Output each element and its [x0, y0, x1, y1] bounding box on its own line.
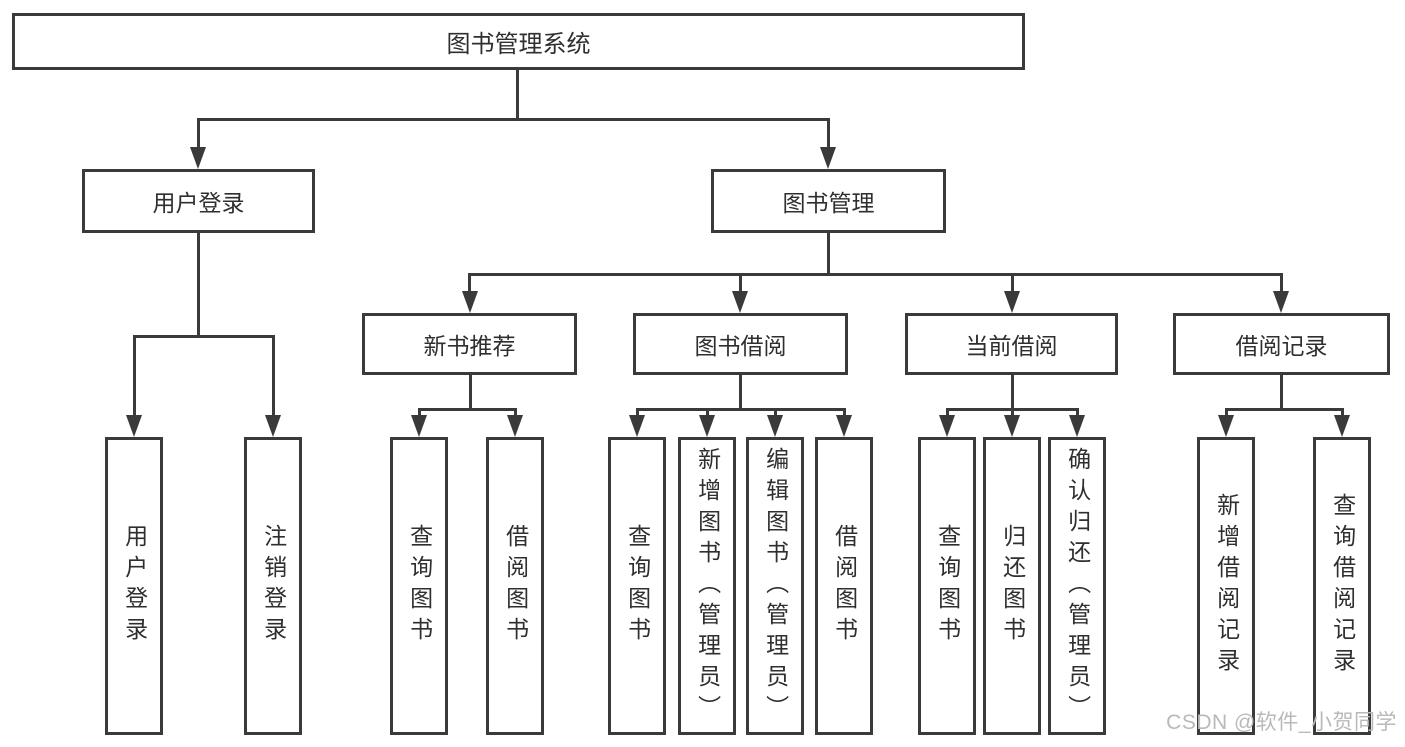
connector-line — [197, 118, 200, 147]
node-user-login-label: 用户登录 — [152, 190, 245, 216]
connector-line — [843, 408, 846, 415]
connector-line — [468, 273, 471, 291]
connector-line — [514, 408, 517, 415]
connector-line — [946, 408, 949, 415]
leaf-query-books-recommend: 查询图书 — [390, 437, 448, 735]
arrowhead-icon — [1273, 291, 1289, 313]
arrowhead-icon — [1334, 415, 1350, 437]
connector-line — [468, 273, 1283, 276]
leaf-query-books-current-label: 查询图书 — [934, 524, 961, 648]
arrowhead-icon — [699, 415, 715, 437]
connector-line — [197, 233, 200, 338]
arrowhead-icon — [507, 415, 523, 437]
leaf-add-borrow-record-label: 新增借阅记录 — [1213, 493, 1240, 679]
arrowhead-icon — [126, 415, 142, 437]
connector-line — [1225, 408, 1228, 415]
leaf-logout-label: 注销登录 — [260, 524, 287, 648]
connector-line — [1225, 408, 1344, 411]
node-new-book-recommend: 新书推荐 — [362, 313, 577, 375]
connector-line — [133, 335, 136, 415]
arrowhead-icon — [732, 291, 748, 313]
leaf-user-login-label: 用户登录 — [121, 524, 148, 648]
leaf-borrow-books-label: 借阅图书 — [831, 524, 858, 648]
leaf-query-books-current: 查询图书 — [918, 437, 976, 735]
node-new-book-recommend-label: 新书推荐 — [423, 333, 516, 359]
leaf-return-books: 归还图书 — [983, 437, 1041, 735]
leaf-edit-book-admin: 编辑图书（管理员） — [746, 437, 804, 735]
connector-line — [1011, 408, 1014, 415]
connector-line — [827, 233, 830, 276]
connector-line — [636, 408, 846, 411]
connector-line — [774, 408, 777, 415]
leaf-query-books-borrow: 查询图书 — [608, 437, 666, 735]
leaf-confirm-return-admin: 确认归还（管理员） — [1048, 437, 1106, 735]
connector-line — [418, 408, 517, 411]
leaf-confirm-return-admin-label: 确认归还（管理员） — [1064, 446, 1091, 726]
arrowhead-icon — [767, 415, 783, 437]
connector-line — [1011, 273, 1014, 291]
arrowhead-icon — [265, 415, 281, 437]
node-book-borrow-label: 图书借阅 — [694, 333, 787, 359]
connector-line — [469, 375, 472, 411]
connector-line — [706, 408, 709, 415]
connector-line — [1076, 408, 1079, 415]
arrowhead-icon — [1004, 415, 1020, 437]
connector-line — [636, 408, 639, 415]
leaf-add-book-admin: 新增图书（管理员） — [678, 437, 736, 735]
leaf-borrow-books-recommend: 借阅图书 — [486, 437, 544, 735]
node-book-management: 图书管理 — [711, 169, 946, 233]
connector-line — [272, 335, 275, 415]
arrowhead-icon — [411, 415, 427, 437]
node-borrow-records-label: 借阅记录 — [1235, 333, 1328, 359]
connector-line — [197, 118, 830, 121]
node-user-login: 用户登录 — [82, 169, 315, 233]
leaf-add-borrow-record: 新增借阅记录 — [1197, 437, 1255, 735]
arrowhead-icon — [1069, 415, 1085, 437]
arrowhead-icon — [1004, 291, 1020, 313]
leaf-return-books-label: 归还图书 — [999, 524, 1026, 648]
leaf-user-login: 用户登录 — [105, 437, 163, 735]
node-current-borrow: 当前借阅 — [905, 313, 1118, 375]
leaf-edit-book-admin-label: 编辑图书（管理员） — [762, 446, 789, 726]
leaf-add-book-admin-label: 新增图书（管理员） — [694, 446, 721, 726]
arrowhead-icon — [820, 147, 836, 169]
arrowhead-icon — [629, 415, 645, 437]
arrowhead-icon — [190, 147, 206, 169]
node-book-borrow: 图书借阅 — [633, 313, 848, 375]
arrowhead-icon — [836, 415, 852, 437]
node-root: 图书管理系统 — [12, 13, 1025, 70]
connector-line — [827, 118, 830, 147]
connector-line — [1011, 375, 1014, 411]
connector-line — [1280, 375, 1283, 411]
connector-line — [1280, 273, 1283, 291]
leaf-logout: 注销登录 — [244, 437, 302, 735]
connector-line — [739, 375, 742, 411]
arrowhead-icon — [462, 291, 478, 313]
leaf-query-borrow-record-label: 查询借阅记录 — [1329, 493, 1356, 679]
connector-line — [418, 408, 421, 415]
watermark-text: CSDN @软件_小贺同学 — [1166, 711, 1397, 734]
leaf-query-borrow-record: 查询借阅记录 — [1313, 437, 1371, 735]
leaf-query-books-borrow-label: 查询图书 — [624, 524, 651, 648]
node-borrow-records: 借阅记录 — [1173, 313, 1390, 375]
connector-line — [739, 273, 742, 291]
arrowhead-icon — [1218, 415, 1234, 437]
connector-line — [1341, 408, 1344, 415]
leaf-query-books-recommend-label: 查询图书 — [406, 524, 433, 648]
node-book-management-label: 图书管理 — [782, 190, 875, 216]
connector-line — [133, 335, 275, 338]
connector-line — [516, 70, 519, 121]
node-current-borrow-label: 当前借阅 — [965, 333, 1058, 359]
node-root-label: 图书管理系统 — [446, 31, 591, 58]
leaf-borrow-books: 借阅图书 — [815, 437, 873, 735]
leaf-borrow-books-recommend-label: 借阅图书 — [502, 524, 529, 648]
arrowhead-icon — [939, 415, 955, 437]
